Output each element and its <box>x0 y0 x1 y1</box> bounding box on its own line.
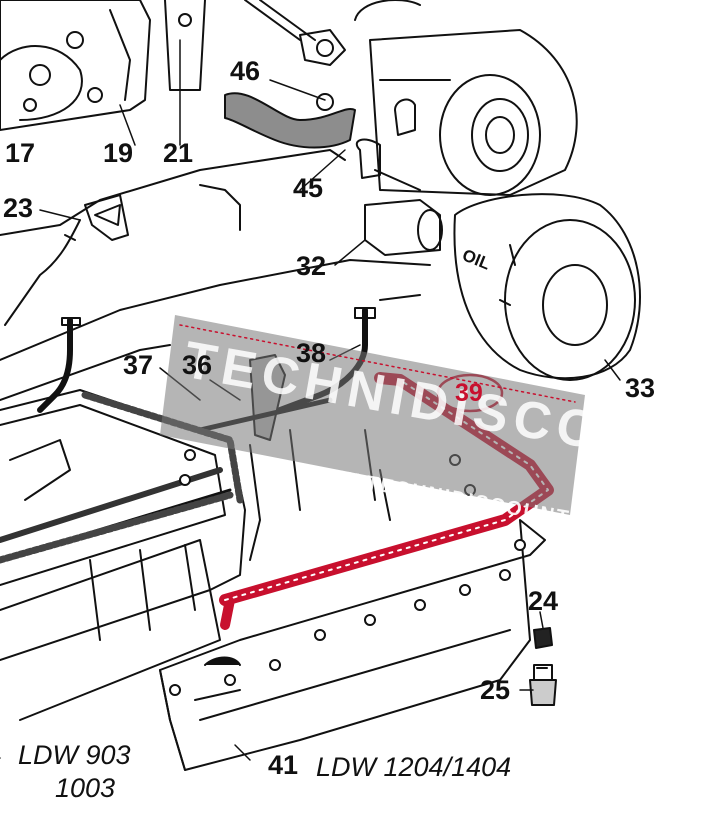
model-caption-right: LDW 1204/1404 <box>316 752 512 782</box>
dipstick-part-23 <box>4 194 129 326</box>
engine-block-housing <box>0 0 206 131</box>
top-bolt <box>244 0 346 66</box>
watermark-banner <box>160 315 585 515</box>
callout-17: 17 <box>5 138 36 168</box>
callout-36: 36 <box>182 350 213 380</box>
model-caption-left-line1: LDW 903 <box>18 740 131 770</box>
callout-39: 39 <box>455 379 483 407</box>
callout-33: 33 <box>625 373 656 403</box>
callout-19: 19 <box>103 138 134 168</box>
callout-25: 25 <box>480 675 511 705</box>
oil-pan-right <box>159 429 546 771</box>
callout-21: 21 <box>163 138 194 168</box>
filter-housing <box>354 0 578 196</box>
callout-24: 24 <box>528 586 559 616</box>
callout-45: 45 <box>293 173 324 203</box>
model-caption-left-line2: 1003 <box>55 773 116 803</box>
hose-part-46 <box>224 92 416 179</box>
callout-37: 37 <box>123 350 154 380</box>
oil-filter-part-33 <box>453 193 641 381</box>
drain-plug-parts <box>529 627 557 706</box>
callout-41: 41 <box>268 750 299 780</box>
cylinder-part-32 <box>364 169 443 256</box>
callout-23: 23 <box>3 193 34 223</box>
callout-46: 46 <box>230 56 261 86</box>
crankcase-flange <box>0 149 431 401</box>
callout-32: 32 <box>296 251 327 281</box>
callout-38: 38 <box>296 338 327 368</box>
